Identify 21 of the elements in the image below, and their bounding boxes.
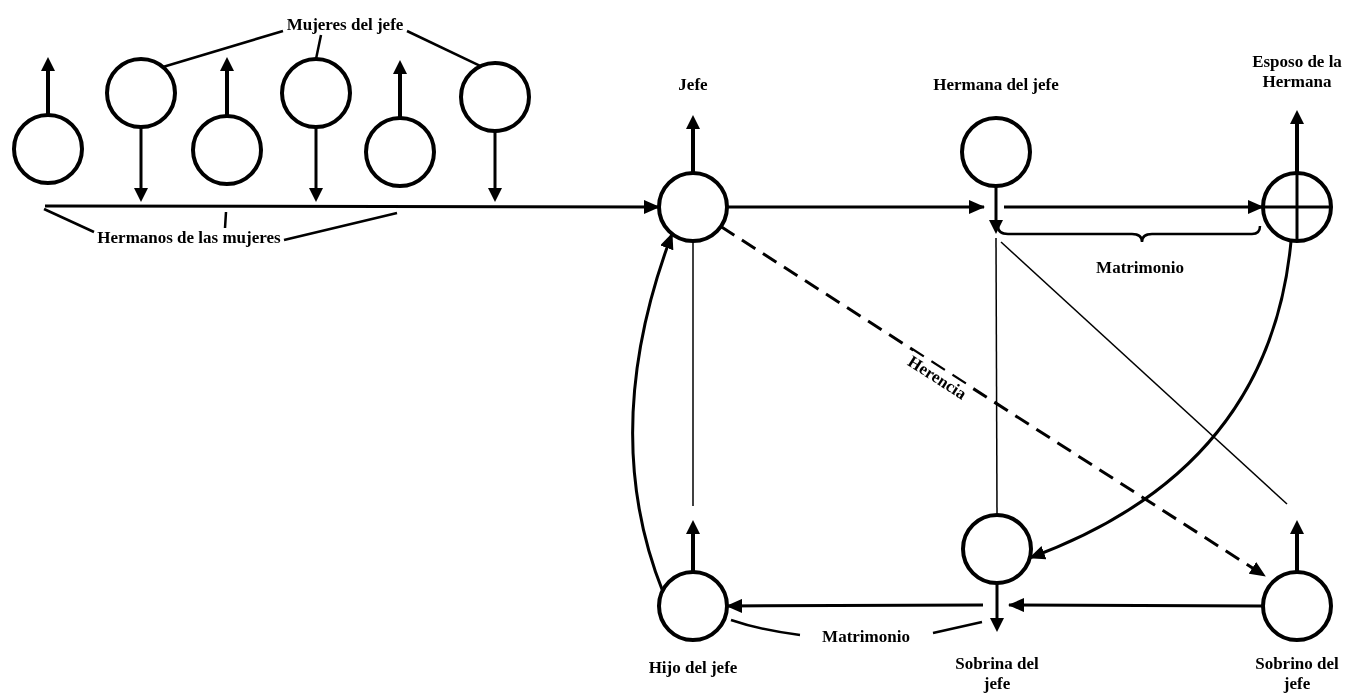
leader-line — [223, 211, 228, 229]
leader-line — [43, 207, 95, 234]
leader-line — [283, 211, 398, 242]
arrow — [726, 598, 983, 613]
line — [1000, 241, 1288, 505]
leader-line — [314, 34, 323, 60]
line — [995, 237, 998, 516]
arrow — [720, 225, 1266, 578]
leader-line — [406, 29, 482, 68]
leader-line — [162, 29, 284, 69]
person-label: Mujeres del jefe — [285, 15, 405, 35]
line — [692, 240, 694, 507]
person-label: Hijo del jefe — [647, 658, 739, 678]
person-label: Sobrina del jefe — [955, 654, 1039, 694]
person-label: Jefe — [677, 75, 709, 95]
person-label: Esposo de la Hermana — [1251, 52, 1343, 92]
person-label: Hermana del jefe — [932, 75, 1060, 95]
arrow — [1008, 598, 1263, 613]
person-label: Sobrino del jefe — [1255, 654, 1339, 694]
person-label: Hermanos de las mujeres — [96, 228, 282, 248]
arrow — [727, 200, 985, 214]
